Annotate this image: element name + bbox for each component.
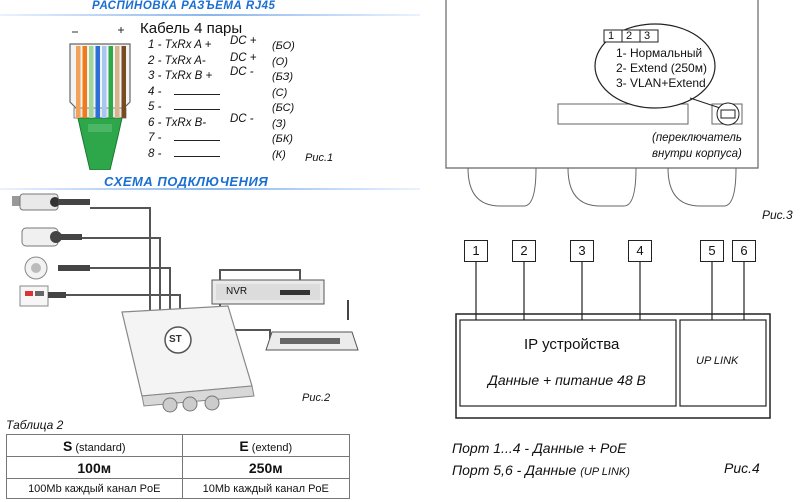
dip-number-1: 1 [608,30,615,42]
pin-row: 7 - (БК) [148,132,308,147]
table-head-standard: S (standard) [6,434,183,457]
figure-2-caption: Рис.2 [302,392,331,404]
dome-camera-icon [24,256,90,280]
table-note-extend: 10Mb каждый канал PoE [181,478,351,499]
wire-4 [95,46,100,118]
pin-row: 1 - TxRx A + DC + (БО) [148,35,308,54]
pin-dc: DC - [230,66,254,78]
access-control-icon [19,285,66,307]
mode-extend: 2- Extend (250м) [616,61,707,75]
wire-7 [115,46,120,118]
wire-6 [108,46,113,118]
switch-note-line1: (переключатель [652,132,742,144]
bullet-camera-icon [12,193,90,211]
pin-dc: DC - [230,112,254,125]
wire-5 [102,46,107,118]
port-5: 5 [700,240,724,262]
ports-legend-line2: Порт 5,6 - Данные (UP LINK) [452,462,630,478]
wire-8 [121,46,126,118]
rj45-title: РАСПИНОВКА РАЗЪЁМА RJ45 [92,0,276,12]
pin-row: 4 - (С) [148,86,308,101]
pin-dc: DC + [230,35,257,47]
pin-blank-line [174,109,220,110]
table-note-standard: 100Mb каждый канал PoE [6,478,183,499]
table-value-extend: 250м [181,456,351,479]
uplink-label: UP LINK [696,355,739,367]
pin-label: 6 - TxRx B- [148,116,207,129]
rj45-cable-title: Кабель 4 пары [140,20,243,37]
nvr-icon [211,279,325,305]
pin-color-code: (БК) [272,133,293,145]
pin-label: 5 - [148,101,162,113]
pin-color-code: (К) [272,148,286,161]
ip-devices-subtitle: Данные + питание 48 В [488,372,646,388]
connection-scheme [12,193,359,413]
switch-note-line2: внутри корпуса) [652,148,742,160]
pin-color-code: (О) [272,55,288,68]
wire-2 [82,46,87,118]
pin-dc: DC + [230,51,257,64]
pin-row: 2 - TxRx A- DC + (О) [148,51,308,70]
router-icon [265,300,359,351]
pin-label: 3 - TxRx B + [148,70,213,82]
pin-color-code: (С) [272,86,288,99]
dip-number-3: 3 [644,30,651,42]
figure-1-caption: Рис.1 [305,152,334,164]
pin-row: 8 - (К) [148,148,308,163]
pin-label: 8 - [148,147,162,160]
pin-color-code: (БС) [272,102,295,114]
pin-list: 1 - TxRx A +DC +(БО)2 - TxRx A-DC +(О)3 … [148,35,308,169]
pin-row: 6 - TxRx B- DC - (З) [148,113,308,132]
port-4: 4 [628,240,652,262]
pin-color-code: (З) [272,117,287,130]
ports-legend-line2-tag: (UP LINK) [580,466,630,478]
table-value-standard: 100м [6,456,183,479]
rj45-title-underline [0,14,420,16]
scheme-title: СХЕМА ПОДКЛЮЧЕНИЯ [104,174,269,189]
table-head-extend: E (extend) [181,434,351,457]
nvr-label: NVR [226,286,248,297]
table-caption: Таблица 2 [6,418,64,432]
wire-3 [89,46,94,118]
figure-4-caption: Рис.4 [724,460,760,476]
pin-color-code: (БЗ) [272,71,293,83]
pin-color-code: (БО) [272,40,295,52]
box-camera-icon [21,227,82,247]
pin-label: 4 - [148,85,162,98]
housing-outline [445,0,759,207]
pin-label: 1 - TxRx A + [148,39,212,51]
mode-vlan-extend: 3- VLAN+Extend [616,76,706,90]
pin-blank-line [174,93,220,95]
pin-label: 7 - [148,132,162,144]
st-logo: ST [169,334,182,345]
mode-normal: 1- Нормальный [616,46,703,60]
pin-blank-line [174,140,220,141]
scheme-title-underline [0,188,420,190]
figure-3-caption: Рис.3 [762,208,793,222]
pin-row: 5 - (БС) [148,101,308,116]
ports-legend-line2-main: Порт 5,6 - Данные [452,462,577,478]
port-1: 1 [464,240,488,262]
port-2: 2 [512,240,536,262]
pin-row: 3 - TxRx B + DC - (БЗ) [148,66,308,85]
ports-wiring [455,262,771,419]
rj45-connector-illustration [69,27,131,170]
pin-blank-line [174,155,220,157]
dip-number-2: 2 [626,30,633,42]
port-3: 3 [570,240,594,262]
ip-devices-title: IP устройства [524,336,620,353]
ports-legend-line1: Порт 1...4 - Данные + PoE [452,440,627,456]
switch-housing-icon [121,305,255,413]
port-6: 6 [732,240,756,262]
wire-1 [76,46,81,118]
mode-table: S (standard) E (extend) 100м 250м 100Mb … [6,434,351,499]
pin-label: 2 - TxRx A- [148,54,206,67]
